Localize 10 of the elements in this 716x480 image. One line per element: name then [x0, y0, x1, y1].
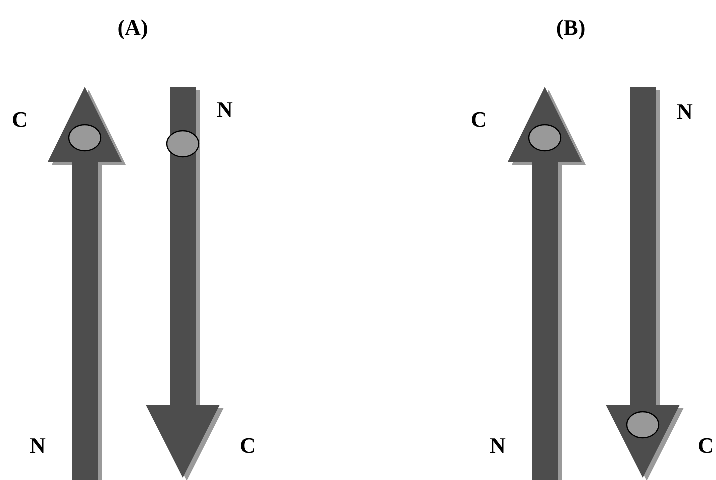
terminus-label: N — [30, 433, 46, 459]
terminus-label: N — [217, 97, 233, 123]
terminus-label: C — [471, 107, 487, 133]
terminus-label: C — [698, 433, 714, 459]
terminus-label: N — [490, 433, 506, 459]
panel-label: (A) — [118, 15, 148, 41]
terminus-label: C — [12, 107, 28, 133]
terminus-label: N — [677, 99, 693, 125]
terminus-label: C — [240, 433, 256, 459]
panel-label: (B) — [556, 15, 586, 41]
